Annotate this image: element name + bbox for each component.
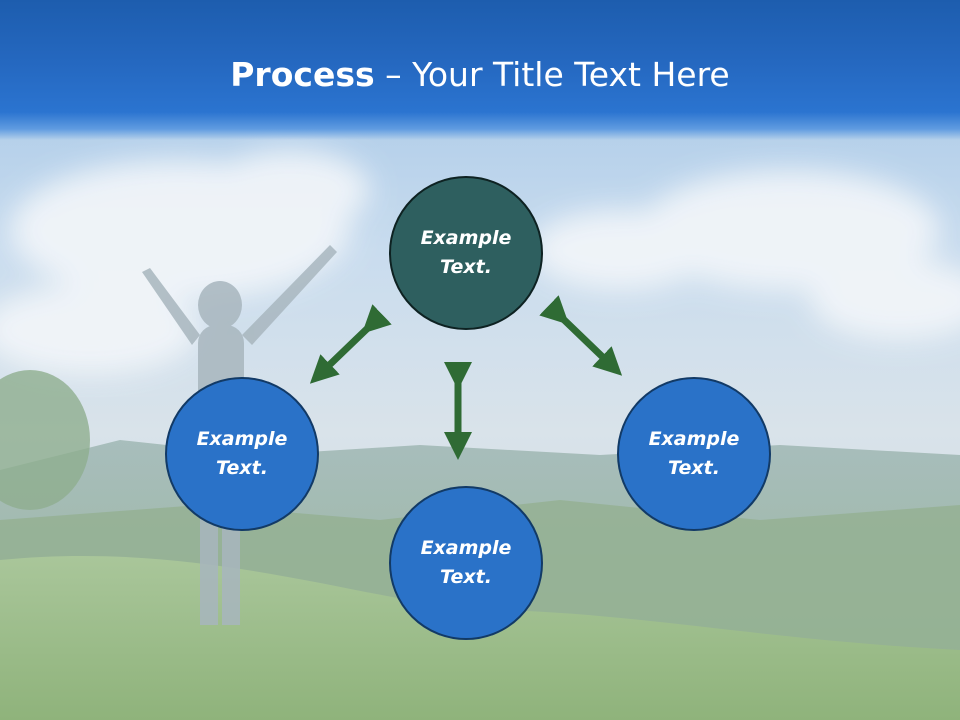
title-rest-text: – Your Title Text Here <box>374 55 730 94</box>
slide-title: Process – Your Title Text Here <box>0 50 960 100</box>
node-right: Example Text. <box>617 377 771 531</box>
node-left: Example Text. <box>165 377 319 531</box>
node-left-label: Example Text. <box>196 428 288 479</box>
node-top: Example Text. <box>389 176 543 330</box>
node-right-label: Example Text. <box>648 428 740 479</box>
title-banner <box>0 0 960 140</box>
node-bottom: Example Text. <box>389 486 543 640</box>
node-bottom-label: Example Text. <box>420 537 512 588</box>
node-top-label: Example Text. <box>420 227 512 278</box>
title-bold-text: Process <box>230 55 375 94</box>
arrow-top-left <box>309 304 392 384</box>
arrow-top-right <box>539 295 623 376</box>
